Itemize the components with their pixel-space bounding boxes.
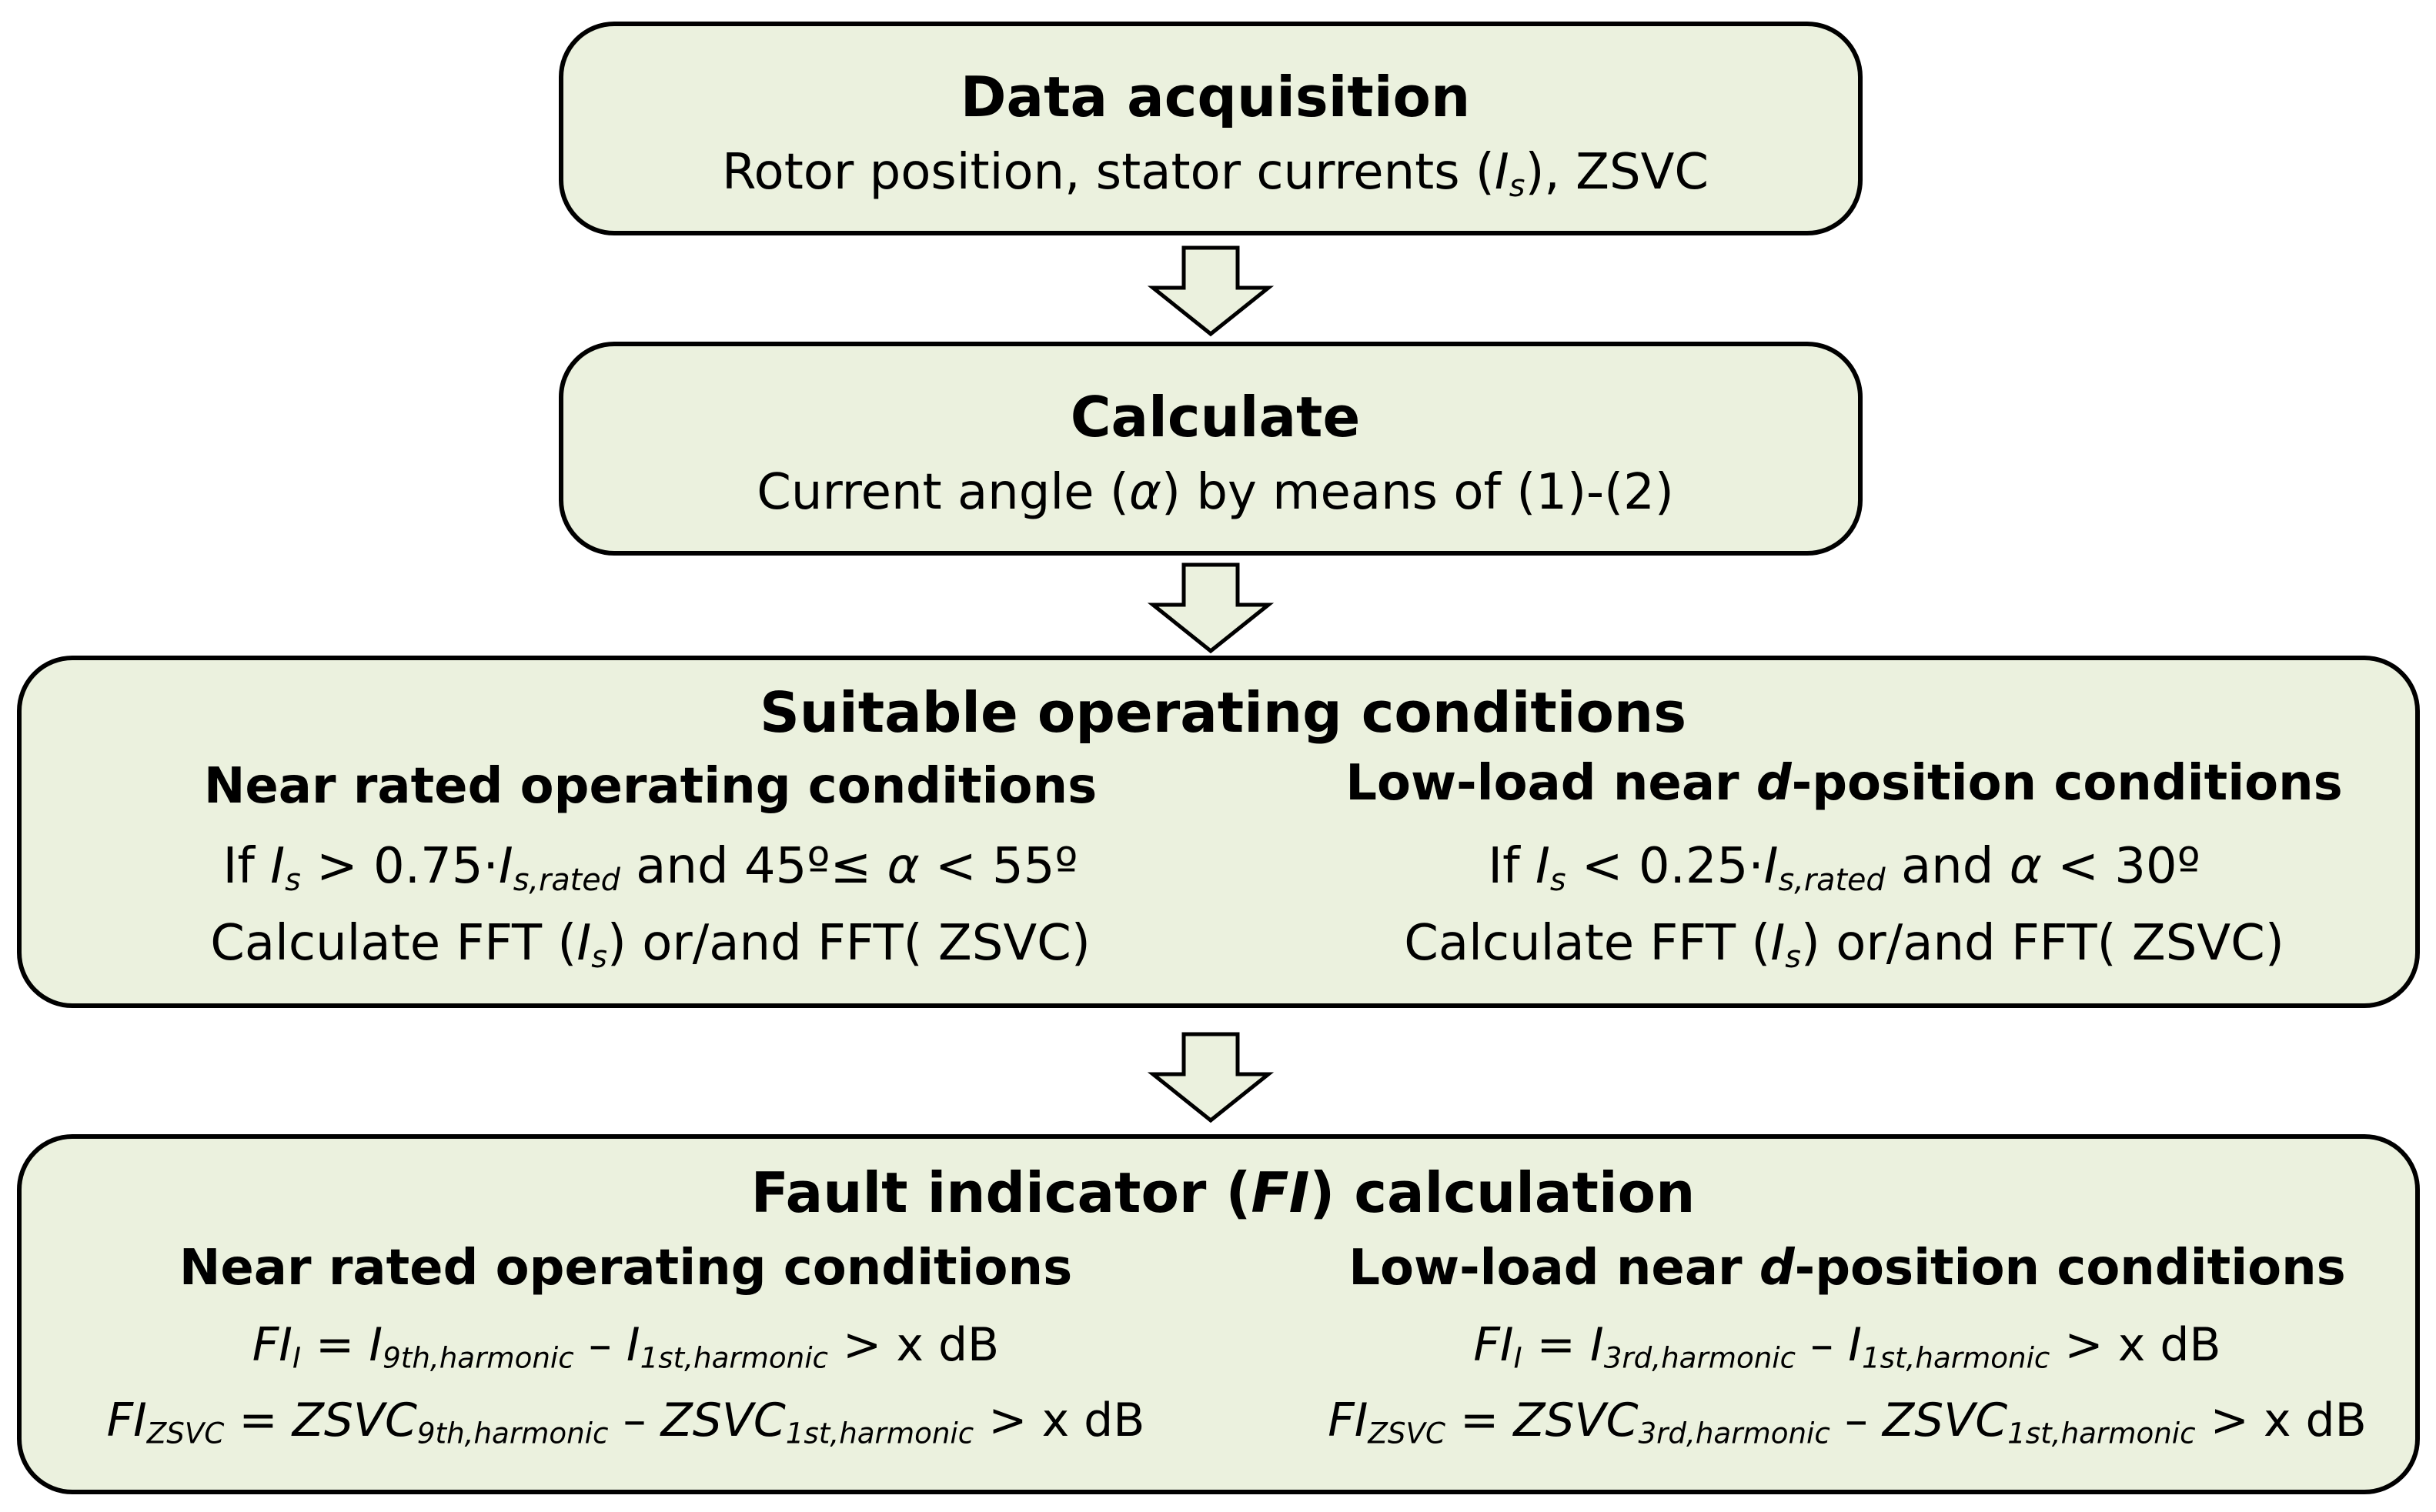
- calculate-title: Calculate: [1070, 385, 1361, 449]
- fi-zsvc-equation-low-load: FIZSVC = ZSVC3rd,harmonic – ZSVC1st,harm…: [1328, 1394, 2367, 1450]
- calculate-box: Calculate Current angle (α) by means of …: [559, 342, 1863, 556]
- near-rated-fft: Calculate FFT (Is) or/and FFT( ZSVC): [210, 915, 1091, 975]
- suitable-conditions-box: Suitable operating conditions Near rated…: [17, 656, 2420, 1008]
- down-arrow-1: [1145, 245, 1276, 337]
- near-rated-heading: Near rated operating conditions: [203, 758, 1098, 815]
- low-load-fi-heading: Low-load near d-position conditions: [1348, 1240, 2346, 1297]
- near-rated-fi-heading: Near rated operating conditions: [179, 1240, 1073, 1297]
- down-arrow-3: [1145, 1031, 1276, 1123]
- near-rated-condition: If Is > 0.75·Is,rated and 45º≤ α < 55º: [222, 838, 1078, 898]
- fi-zsvc-equation-near-rated: FIZSVC = ZSVC9th,harmonic – ZSVC1st,harm…: [106, 1394, 1145, 1450]
- low-load-condition: If Is < 0.25·Is,rated and α < 30º: [1488, 838, 2200, 898]
- low-load-fft: Calculate FFT (Is) or/and FFT( ZSVC): [1404, 915, 2284, 975]
- data-acquisition-inputs: Rotor position, stator currents (Is), ZS…: [721, 144, 1709, 204]
- down-arrow-2: [1145, 562, 1276, 654]
- current-angle-text: Current angle (α) by means of (1)-(2): [757, 464, 1674, 521]
- fi-current-equation-near-rated: FII = I9th,harmonic – I1st,harmonic > x …: [252, 1318, 1000, 1375]
- fault-indicator-box: Fault indicator (FI) calculation Near ra…: [17, 1134, 2420, 1494]
- data-acquisition-title: Data acquisition: [960, 65, 1471, 129]
- fault-indicator-title: Fault indicator (FI) calculation: [750, 1160, 1696, 1225]
- fi-current-equation-low-load: FII = I3rd,harmonic – I1st,harmonic > x …: [1473, 1318, 2221, 1375]
- low-load-heading: Low-load near d-position conditions: [1345, 755, 2343, 812]
- data-acquisition-box: Data acquisition Rotor position, stator …: [559, 22, 1863, 235]
- suitable-conditions-title: Suitable operating conditions: [759, 680, 1687, 745]
